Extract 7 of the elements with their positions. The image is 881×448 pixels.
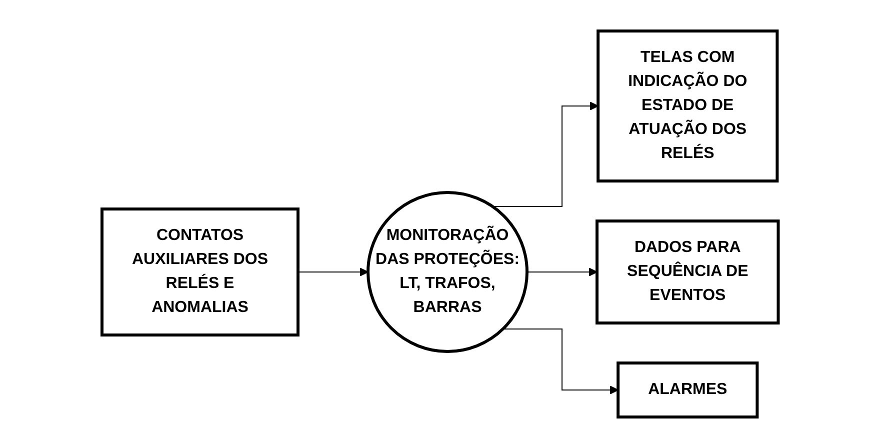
node-box: TELAS COM INDICAÇÃO DO ESTADO DE ATUAÇÃO DOS RELÉS [596, 30, 780, 182]
node-circle: MONITORAÇÃO DAS PROTEÇÕES: LT, TRAFOS, BARRAS [366, 191, 529, 353]
node-box: ALARMES [616, 362, 760, 418]
node-box: DADOS PARA SEQUÊNCIA DE EVENTOS [596, 220, 780, 324]
node-box: CONTATOS AUXILIARES DOS RELÉS E ANOMALIAS [100, 208, 300, 336]
arrow [526, 268, 598, 276]
arrow [298, 268, 369, 276]
